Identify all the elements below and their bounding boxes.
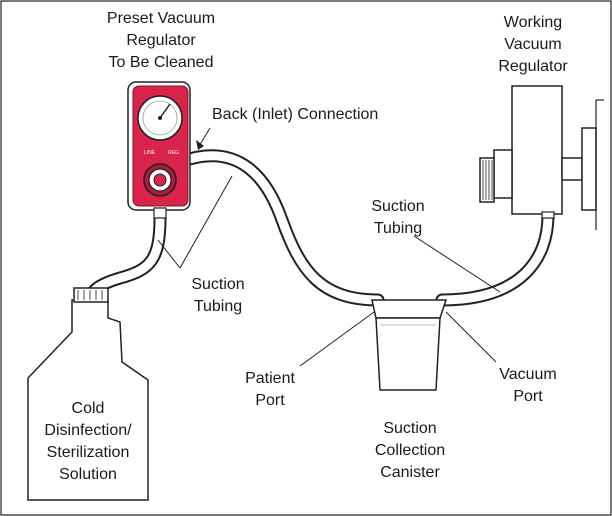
preset-vacuum-regulator: LINE REG [127, 81, 191, 219]
preset-regulator-line-1: Preset Vacuum [106, 10, 216, 27]
solution-label: Cold Disinfection/ Sterilization Solutio… [30, 398, 146, 486]
patient-port-line-1: Patient [245, 370, 295, 387]
canister-label: Suction Collection Canister [360, 418, 460, 484]
suction-tubing-right-label: Suction Tubing [356, 196, 440, 240]
patient-port-label: Patient Port [232, 368, 308, 412]
leader-suction-tubing-left-a [179, 175, 233, 269]
leader-suction-tubing-left-b [157, 239, 181, 269]
back-inlet-label: Back (Inlet) Connection [212, 104, 378, 126]
solution-line-2: Disinfection/ [44, 422, 132, 439]
working-regulator-line-1: Working [503, 14, 563, 31]
back-inlet-arrowhead [196, 140, 204, 150]
suction-tubing-left-line-2: Tubing [193, 298, 243, 315]
suction-tubing-left-label: Suction Tubing [176, 274, 260, 318]
solution-line-3: Sterilization [46, 444, 130, 461]
leader-lines [157, 127, 501, 367]
leader-patient-port [299, 311, 375, 367]
working-vacuum-regulator [479, 85, 604, 230]
leader-vacuum-port [445, 311, 497, 363]
vacuum-port-label: Vacuum Port [488, 364, 568, 408]
suction-tubing-vacuum [435, 208, 555, 307]
canister-line-2: Collection [374, 442, 446, 459]
leader-suction-tubing-right [413, 235, 501, 293]
working-regulator-line-3: Regulator [498, 58, 568, 75]
suction-tubing-left-line-1: Suction [191, 276, 245, 293]
suction-tubing-main [173, 149, 385, 307]
suction-tubing-solution [83, 211, 167, 305]
preset-regulator-line-2: Regulator [126, 32, 196, 49]
solution-line-4: Solution [59, 466, 117, 483]
vacuum-port-line-1: Vacuum [499, 366, 557, 383]
suction-collection-canister [371, 299, 448, 391]
patient-port-line-2: Port [255, 392, 285, 409]
suction-tubing-right-line-1: Suction [371, 198, 425, 215]
canister-line-1: Suction [383, 420, 437, 437]
vacuum-port-line-2: Port [513, 388, 543, 405]
suction-tubing-right-line-2: Tubing [373, 220, 423, 237]
preset-regulator-line-3: To Be Cleaned [108, 54, 214, 71]
solution-line-1: Cold [71, 400, 105, 417]
svg-text:REG: REG [168, 150, 179, 156]
working-regulator-line-2: Vacuum [504, 36, 562, 53]
back-inlet-text: Back (Inlet) Connection [212, 106, 379, 123]
preset-regulator-label: Preset Vacuum Regulator To Be Cleaned [86, 8, 236, 74]
working-regulator-label: Working Vacuum Regulator [478, 12, 588, 78]
svg-text:LINE: LINE [144, 150, 156, 156]
canister-line-3: Canister [380, 464, 440, 481]
solution-jug [27, 287, 149, 501]
